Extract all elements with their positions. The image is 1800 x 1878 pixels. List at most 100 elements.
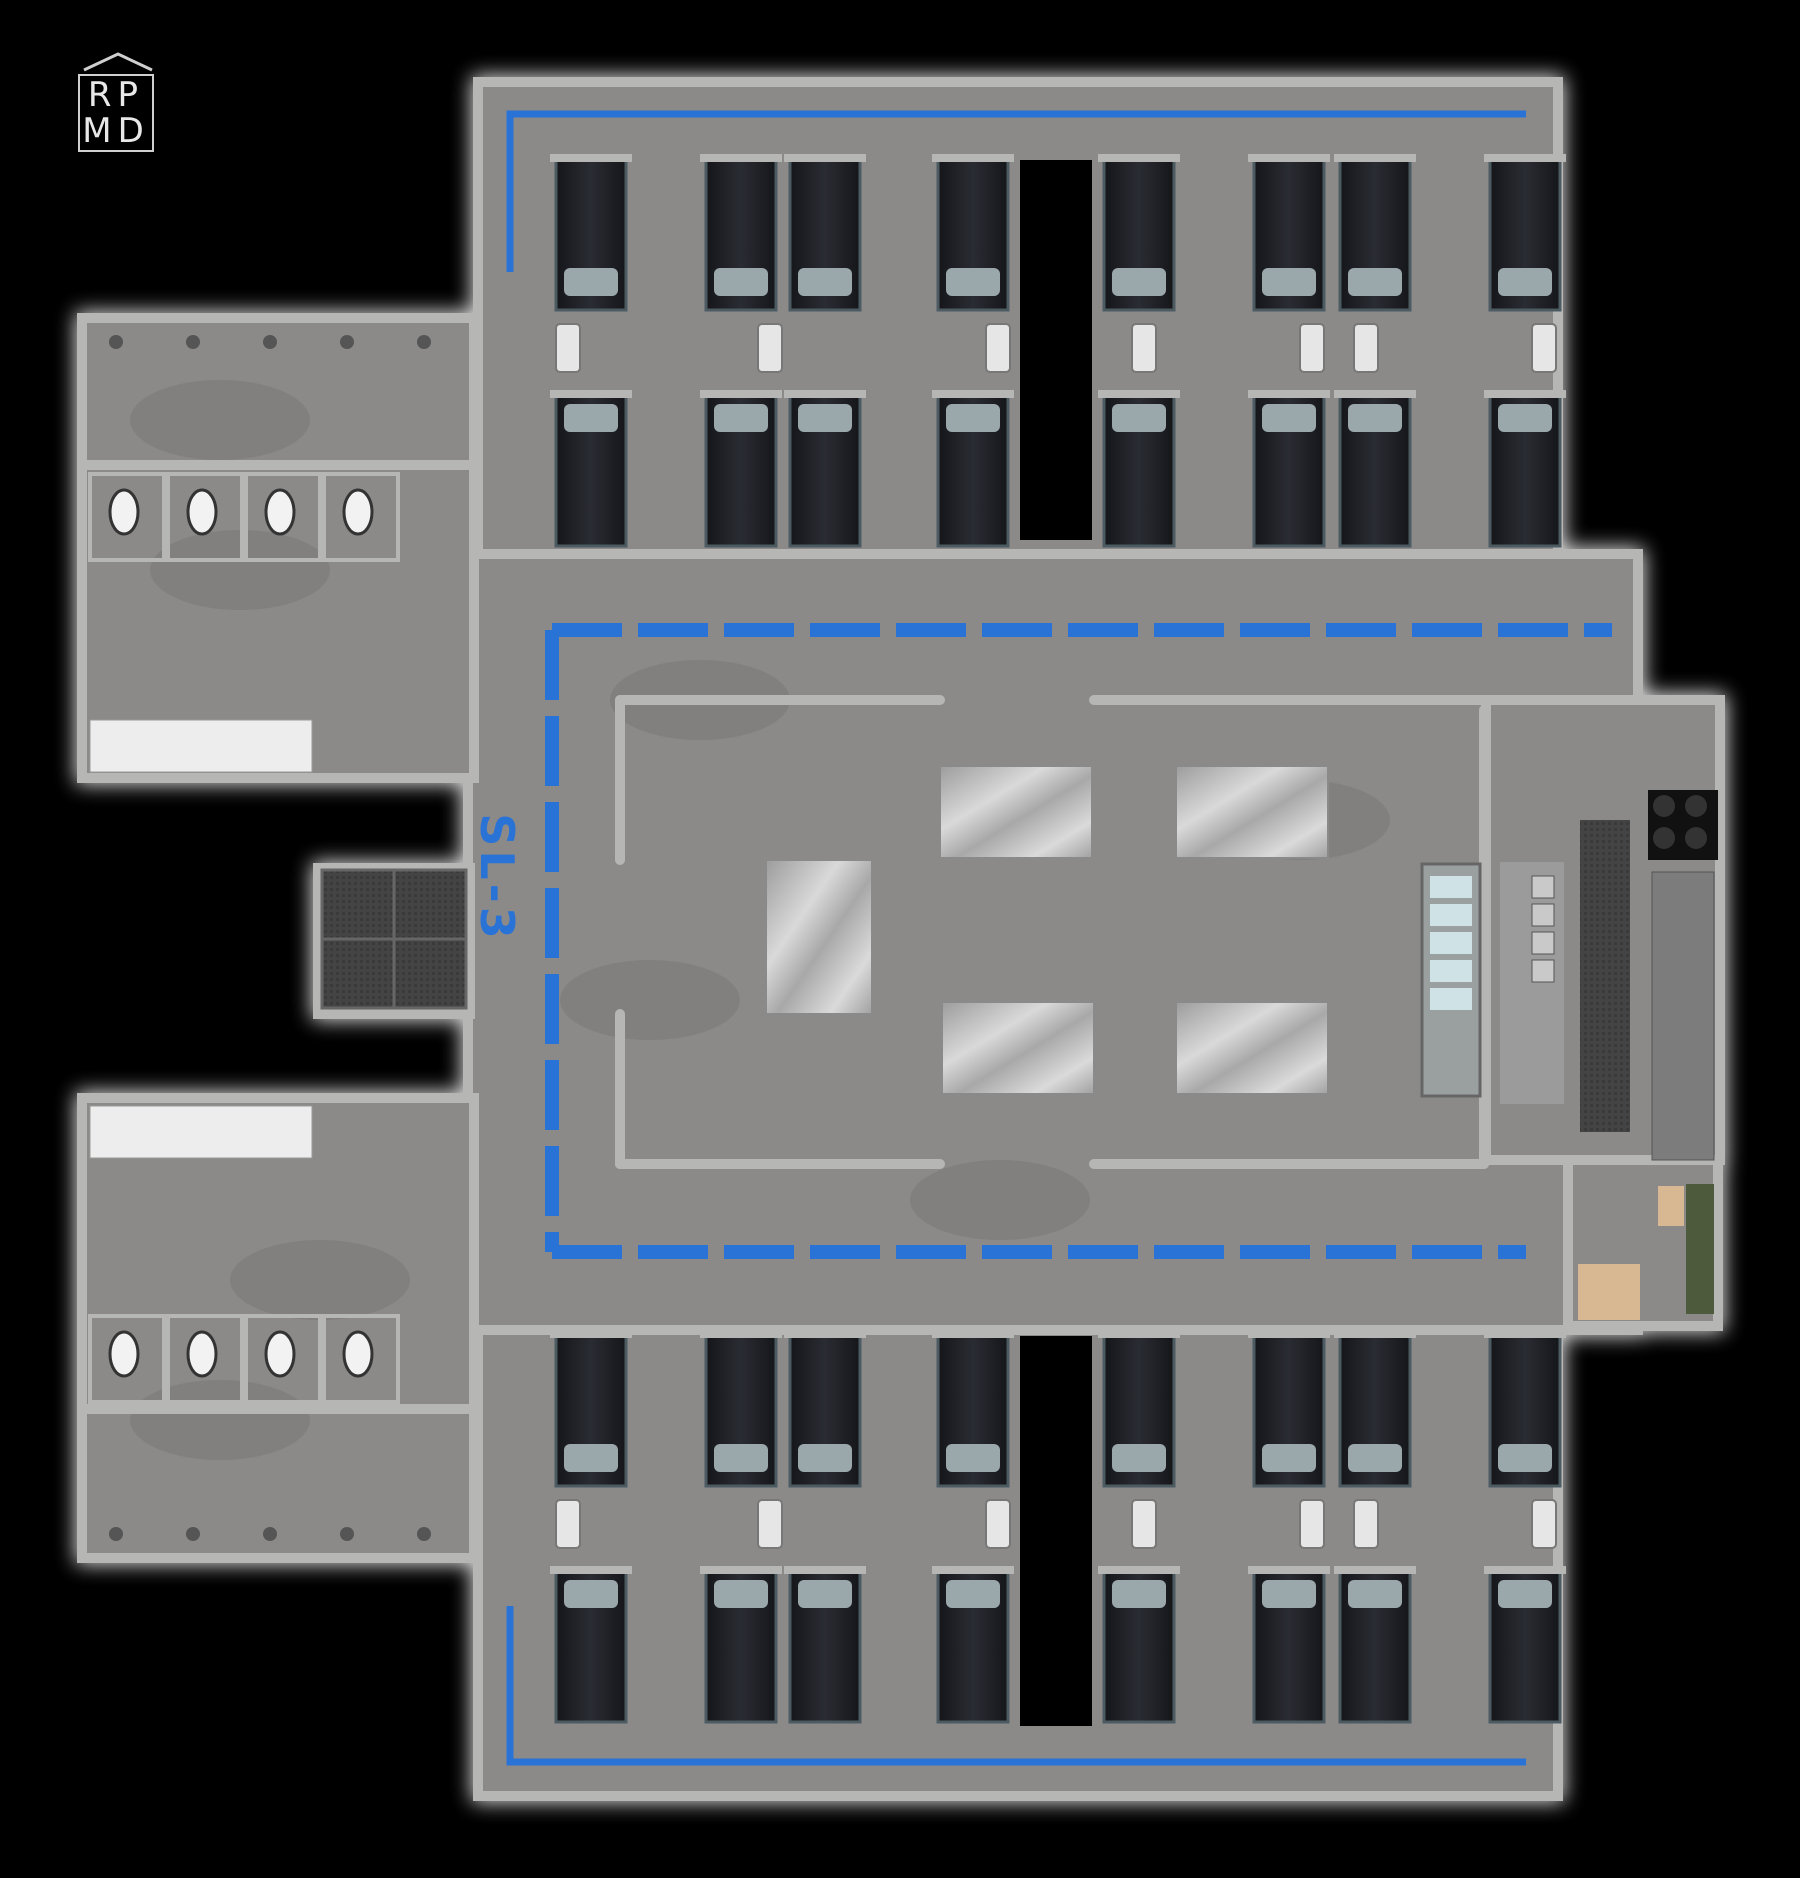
locker: [1299, 1499, 1325, 1549]
bunk-rail: [1484, 390, 1566, 398]
bunk-rail: [1248, 390, 1330, 398]
dining-table: [941, 1001, 1095, 1095]
pillow: [798, 1580, 852, 1608]
urinal: [186, 488, 218, 536]
pillow: [1262, 268, 1316, 296]
bunk-rail: [784, 1330, 866, 1338]
bunk-rail: [1334, 1330, 1416, 1338]
bunk-rail: [1334, 390, 1416, 398]
stall: [322, 1314, 400, 1404]
bunk-rail: [1248, 1566, 1330, 1574]
food-tray: [1430, 904, 1472, 926]
prep-table: [1500, 862, 1564, 1104]
sink-counter: [89, 1105, 313, 1159]
shower-head: [417, 1527, 431, 1541]
floor-stripes: [506, 110, 1612, 1766]
stall: [88, 472, 166, 562]
sink: [1531, 875, 1555, 899]
pillow: [564, 404, 618, 432]
urinal: [108, 1330, 140, 1378]
locker: [985, 1499, 1011, 1549]
bunk-rail: [932, 390, 1014, 398]
locker: [1353, 1499, 1379, 1549]
pillow: [1498, 1444, 1552, 1472]
sink: [1531, 959, 1555, 983]
pillow: [946, 1580, 1000, 1608]
bunk-rail: [700, 1566, 782, 1574]
bunk-rail: [932, 154, 1014, 162]
floor-shade: [150, 530, 330, 610]
stall: [322, 472, 400, 562]
logo-line-2: MD: [82, 111, 150, 151]
pillow: [1262, 1444, 1316, 1472]
storage: [1578, 1184, 1714, 1320]
bunk-rail: [1098, 154, 1180, 162]
shower-head: [186, 1527, 200, 1541]
floor-shade: [560, 960, 740, 1040]
bunk-rail: [1484, 1566, 1566, 1574]
north-restroom: [86, 335, 470, 773]
kitchen: [1420, 790, 1718, 1161]
stripe: [506, 110, 1526, 272]
level-label-text: SL-3: [470, 813, 524, 943]
food-tray: [1430, 960, 1472, 982]
bunk-rail: [1098, 1566, 1180, 1574]
burner: [1685, 827, 1707, 849]
bunk-rail: [550, 154, 632, 162]
shower-head: [186, 335, 200, 349]
pillow: [1348, 1580, 1402, 1608]
burner: [1653, 795, 1675, 817]
south-barracks: [550, 1330, 1566, 1726]
floor-shade: [230, 1240, 410, 1320]
dining-table: [939, 765, 1093, 859]
pillow: [946, 1444, 1000, 1472]
partition-wall: [86, 460, 470, 470]
bunk-rail: [784, 390, 866, 398]
pillow: [1262, 1580, 1316, 1608]
locker: [1531, 323, 1557, 373]
elevator: [320, 868, 468, 1010]
bunk-rail: [550, 1566, 632, 1574]
shelf: [1686, 1184, 1714, 1314]
sink: [1531, 903, 1555, 927]
locker: [555, 323, 581, 373]
shower-head: [340, 335, 354, 349]
sink: [1531, 931, 1555, 955]
dining-table: [765, 859, 873, 1015]
pillow: [1348, 1444, 1402, 1472]
food-tray: [1430, 988, 1472, 1010]
pillow: [946, 268, 1000, 296]
logo-frame: [78, 74, 154, 152]
urinal: [342, 1330, 374, 1378]
crate: [1578, 1264, 1640, 1320]
appliance-bank: [1651, 871, 1715, 1161]
dining-table: [1175, 1001, 1329, 1095]
bunk-rail: [550, 390, 632, 398]
burner: [1653, 827, 1675, 849]
pillow: [1498, 1580, 1552, 1608]
stall: [88, 1314, 166, 1404]
bunk-rail: [1484, 154, 1566, 162]
pillow: [1262, 404, 1316, 432]
void: [1020, 1336, 1092, 1726]
pillow: [1348, 268, 1402, 296]
pillow: [1112, 404, 1166, 432]
partition-wall: [86, 1404, 470, 1414]
dining-table: [1175, 765, 1329, 859]
bunk-rail: [1334, 154, 1416, 162]
burner: [1685, 795, 1707, 817]
shower-head: [263, 335, 277, 349]
locker: [1531, 1499, 1557, 1549]
shower-head: [417, 335, 431, 349]
bunk-rail: [1248, 1330, 1330, 1338]
locker: [1353, 323, 1379, 373]
bunk-rail: [784, 154, 866, 162]
pillow: [798, 404, 852, 432]
stripe: [506, 1606, 1526, 1766]
publisher-logo: RP MD: [78, 52, 158, 156]
pillow: [1112, 1580, 1166, 1608]
bunk-rail: [550, 1330, 632, 1338]
urinal: [342, 488, 374, 536]
locker: [985, 323, 1011, 373]
pillow: [1498, 268, 1552, 296]
